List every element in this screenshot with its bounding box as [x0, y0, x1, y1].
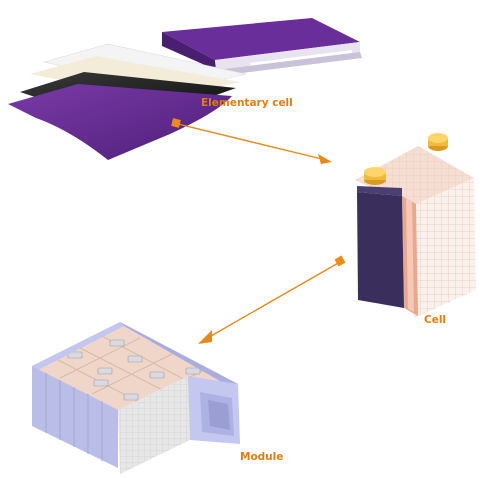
battery-module-illustration	[32, 322, 240, 474]
arrow-elementary-to-cell	[171, 118, 332, 164]
rolled-electrode-pack	[162, 18, 362, 76]
terminal-right	[428, 133, 448, 151]
arrow-cell-to-module	[198, 255, 346, 344]
cell-front-face	[357, 192, 404, 308]
prismatic-cell-illustration	[355, 133, 476, 318]
label-cell: Cell	[424, 314, 447, 326]
separator-sheet-purple	[8, 84, 232, 160]
label-module: Module	[240, 451, 284, 463]
elementary-cell-illustration	[8, 18, 362, 160]
terminal-left	[364, 167, 386, 185]
label-elementary-cell: Elementary cell	[201, 97, 293, 109]
